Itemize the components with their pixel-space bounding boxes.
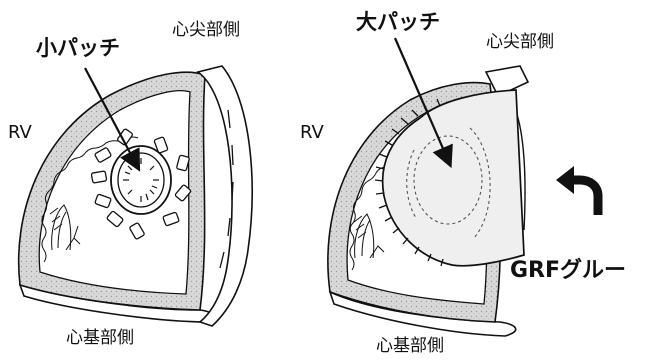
left-base-label: 心基部側 bbox=[66, 330, 134, 347]
right-rv-label: RV bbox=[300, 124, 324, 142]
left-apex-label: 心尖部側 bbox=[172, 22, 240, 39]
glue-arrow bbox=[556, 166, 598, 215]
left-heart-drawing bbox=[19, 66, 252, 326]
right-patch-label: 大パッチ bbox=[356, 12, 440, 33]
right-heart-drawing bbox=[328, 38, 598, 336]
left-apex-flap bbox=[198, 66, 252, 326]
left-patch-label: 小パッチ bbox=[36, 38, 120, 59]
right-apex-label: 心尖部側 bbox=[486, 34, 554, 51]
right-base-label: 心基部側 bbox=[376, 338, 444, 355]
glue-label: GRFグルー bbox=[510, 260, 626, 282]
left-rv-label: RV bbox=[8, 124, 32, 142]
